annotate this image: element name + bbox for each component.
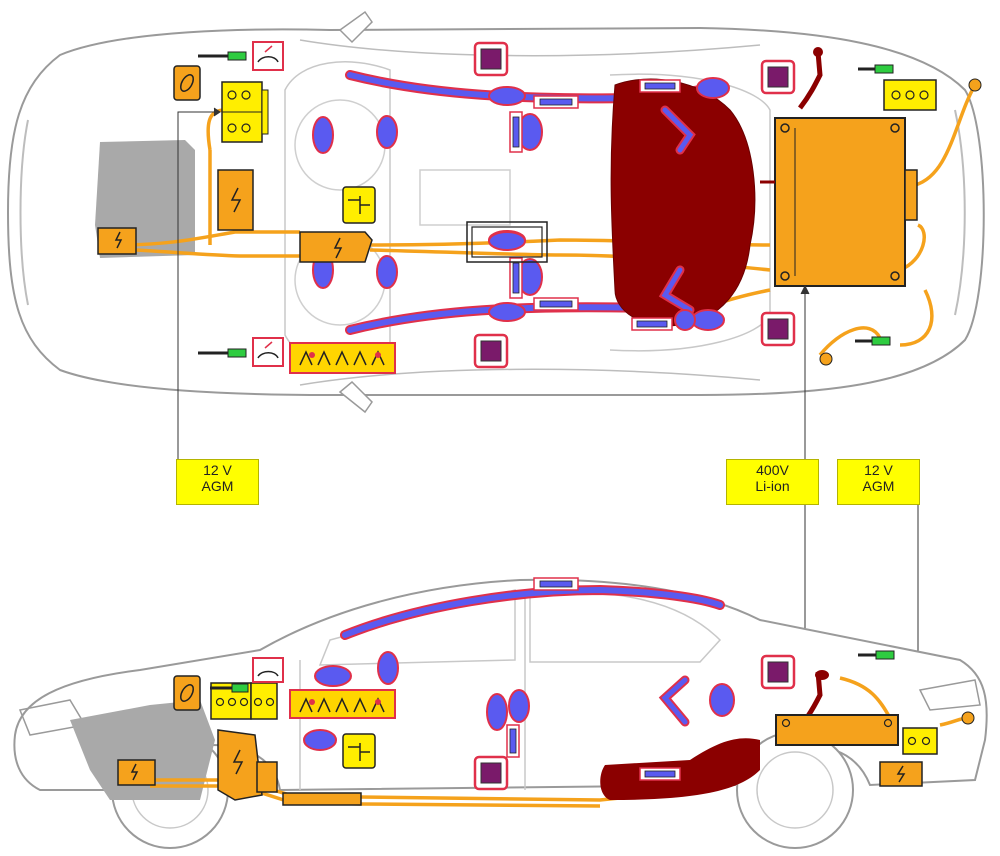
fuse-icon [173,675,201,711]
engine-block [70,700,215,800]
disconnect-icon [342,186,376,224]
gas-strut-icon [198,51,894,358]
hv-connector [968,78,982,92]
lightning-icon [130,749,244,781]
callout-400v-li-ion: 400V Li-ion [726,459,819,505]
side-view [13,577,988,849]
airbag [303,651,735,751]
hv-connector [961,711,975,725]
callout-voltage: 12 V [203,462,232,478]
battery-12v-rear [883,79,937,111]
battery-12v-front [221,81,269,143]
reinforcement-box [473,654,796,791]
disconnect-icon [342,733,376,769]
reinforcement-box [473,41,796,369]
hv-connector [819,352,833,366]
control-unit [466,221,548,263]
callout-voltage: 400V [756,462,789,478]
battery-12v-rear [902,727,938,755]
top-view [6,10,985,414]
callout-type: AGM [201,478,234,494]
callout-voltage: 12 V [864,462,893,478]
hood-lifter-icon [252,41,284,367]
fuel-tank [610,78,756,327]
lightning-icon [114,187,343,259]
callout-12v-agm-front: 12 V AGM [176,459,259,505]
hood-lifter-icon [252,657,284,683]
seatbelt-pretensioner-icon [289,689,396,719]
seatbelt-pretensioner-icon [289,342,396,374]
callout-12v-agm-rear: 12 V AGM [837,459,920,505]
inflator [509,79,681,331]
callout-type: AGM [862,478,895,494]
callout-type: Li-ion [755,478,790,494]
fuse-icon [173,65,201,101]
hv-battery [760,117,918,287]
hv-battery [775,714,899,746]
